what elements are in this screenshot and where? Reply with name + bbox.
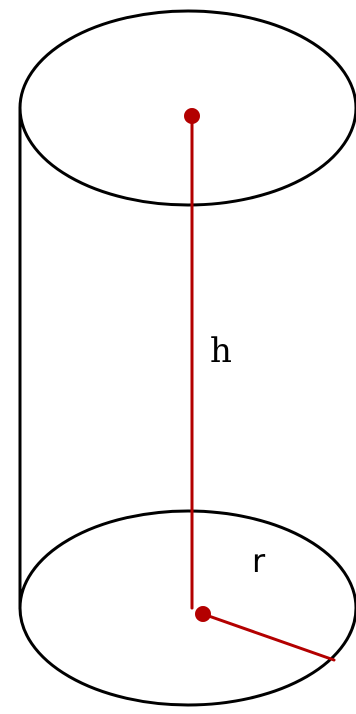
bottom-face-back-arc <box>18 509 356 610</box>
top-face-ellipse <box>18 9 356 207</box>
top-center-point <box>184 108 200 124</box>
bottom-center-point <box>195 606 211 622</box>
height-label: h <box>210 331 232 371</box>
radius-line <box>201 612 336 662</box>
radius-label: r <box>252 542 266 580</box>
bottom-face-front-arc <box>18 606 356 707</box>
